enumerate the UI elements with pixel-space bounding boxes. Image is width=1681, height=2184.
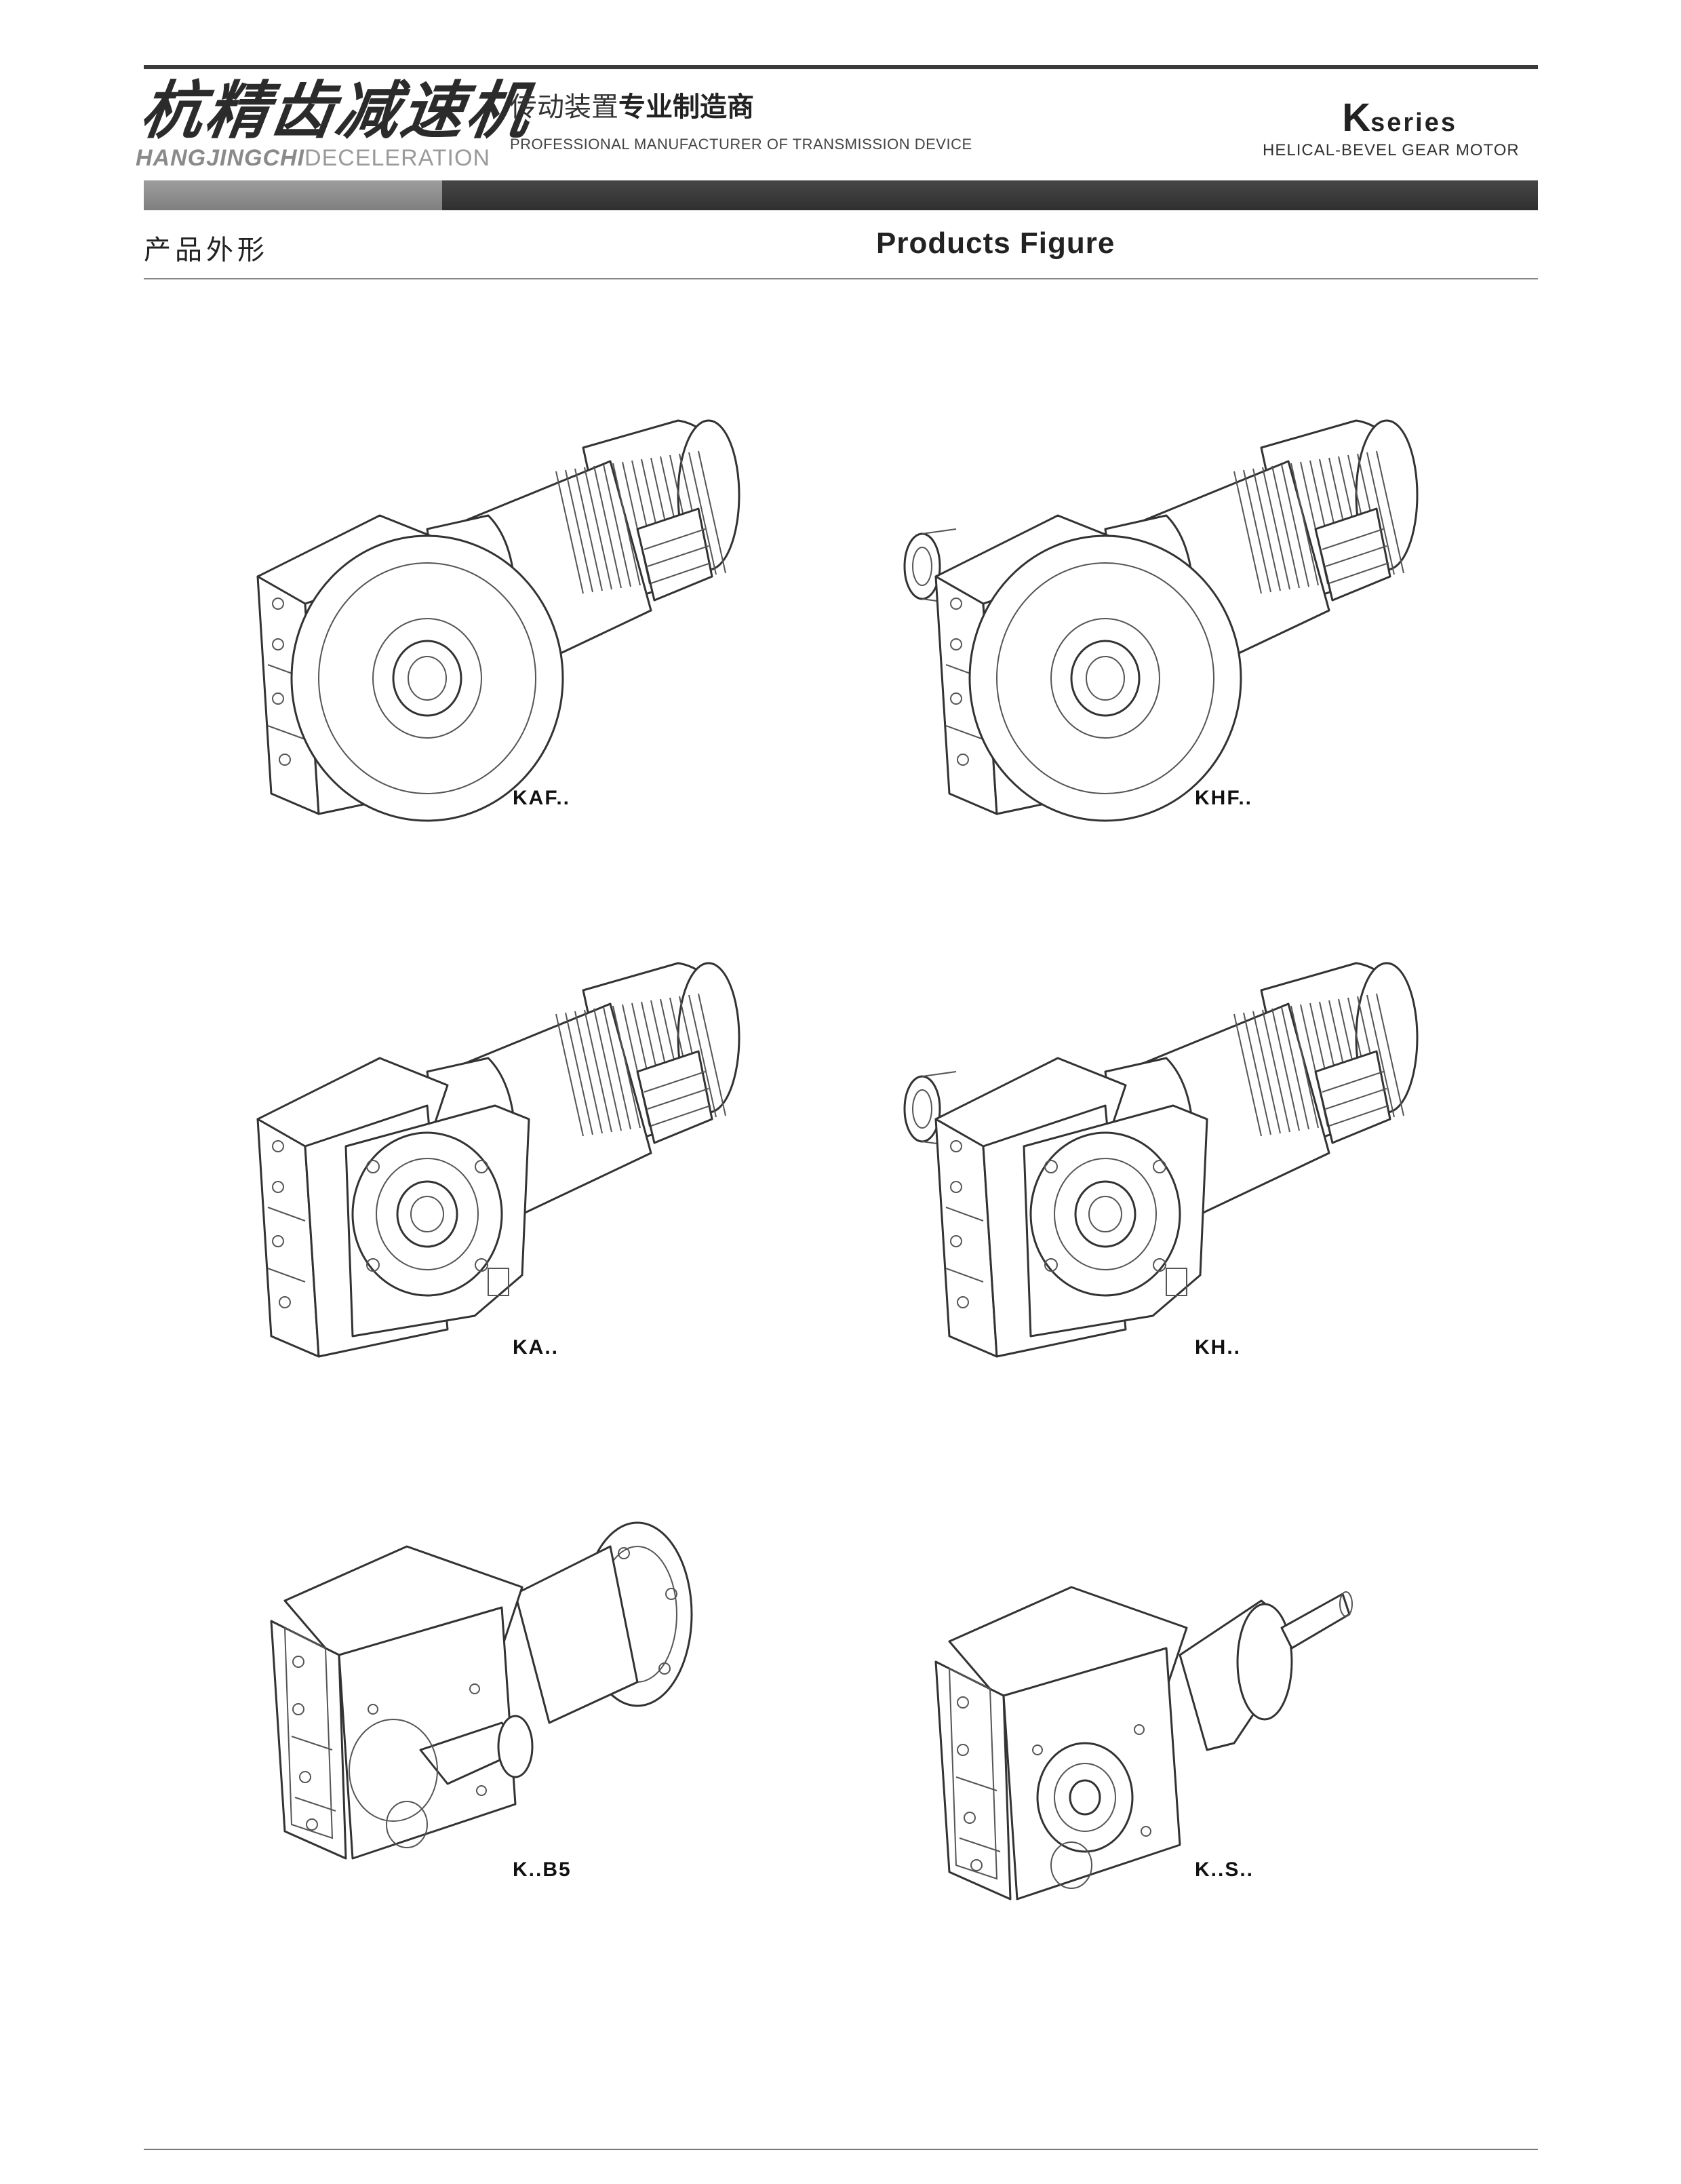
caption-ka: KA.. — [513, 1336, 559, 1359]
figure-kh — [882, 950, 1492, 1411]
series-word: series — [1370, 109, 1457, 137]
header-top-rule — [144, 65, 1538, 69]
figure-ka — [203, 950, 814, 1411]
caption-kaf: KAF.. — [513, 787, 570, 809]
tagline-cn: 传动装置专业制造商 — [510, 94, 754, 121]
figure-khf — [882, 407, 1492, 868]
header-bar-light — [144, 180, 442, 210]
caption-khf: KHF.. — [1195, 787, 1252, 809]
gear-motor-flange-hollow-shaft-icon — [256, 419, 740, 822]
brand-logo-cn: 杭精齿减速机 — [136, 75, 537, 147]
series-subtitle: HELICAL-BEVEL GEAR MOTOR — [1263, 141, 1520, 159]
tagline-cn-a: 传动装置 — [510, 92, 618, 123]
gear-reducer-b5-flange-icon — [270, 1521, 693, 1860]
figure-k-s — [922, 1546, 1532, 2008]
gear-motor-shrink-disc-icon — [903, 962, 1419, 1358]
brand-logo-en-b: DECELERATION — [304, 145, 491, 171]
section-title-en: Products Figure — [876, 227, 1115, 260]
brand-logo-en: HANGJINGCHIDECELERATION — [136, 145, 490, 172]
series-letter: K — [1342, 96, 1371, 140]
caption-k-b5: K..B5 — [513, 1858, 572, 1881]
gear-motor-hollow-shaft-icon — [256, 962, 740, 1358]
caption-k-s: K..S.. — [1195, 1858, 1254, 1881]
caption-kh: KH.. — [1195, 1336, 1241, 1359]
tagline-en: PROFESSIONAL MANUFACTURER OF TRANSMISSIO… — [510, 136, 972, 153]
figure-kaf — [203, 407, 814, 868]
section-title-cn: 产品外形 — [144, 235, 269, 266]
header-bar-dark — [442, 180, 1538, 210]
figure-k-b5 — [258, 1506, 868, 1967]
gear-reducer-input-shaft-icon — [934, 1586, 1353, 1900]
series-title: Kseries — [1342, 95, 1457, 140]
section-rule — [144, 278, 1538, 279]
tagline-cn-b: 专业制造商 — [618, 92, 754, 123]
brand-logo-en-a: HANGJINGCHI — [136, 145, 305, 171]
footer-rule — [144, 2149, 1538, 2150]
gear-motor-flange-shrink-disc-icon — [903, 419, 1419, 822]
